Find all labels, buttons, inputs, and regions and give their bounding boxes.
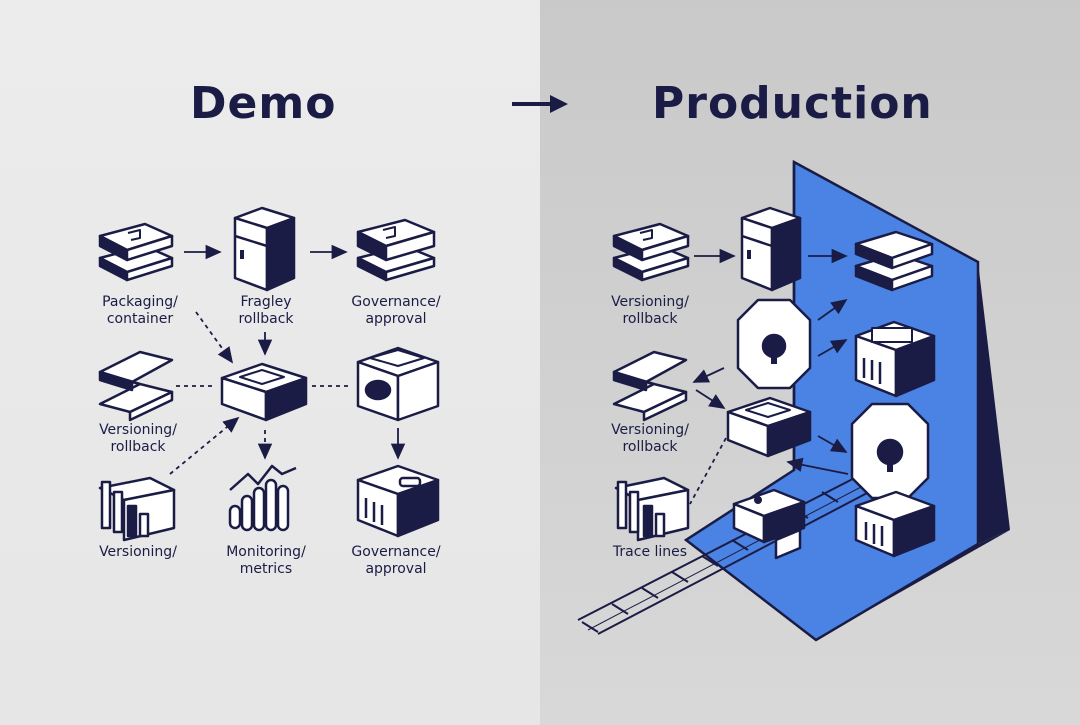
label-line: approval [365, 311, 427, 327]
packaging-container-icon [98, 222, 174, 282]
prod-versioning-zigzag-icon [612, 350, 688, 422]
demo-panel [0, 0, 540, 725]
label-line: Versioning/ [99, 544, 177, 560]
label-prod-versioning-mid: Versioning/ rollback [602, 422, 698, 456]
label-prod-versioning-top: Versioning/ rollback [602, 294, 698, 328]
label-line: rollback [110, 439, 166, 455]
label-monitoring: Monitoring/ metrics [216, 544, 316, 578]
prod-hub-box-icon [726, 396, 812, 458]
label-rollback: Fragley rollback [226, 294, 306, 328]
label-line: rollback [238, 311, 294, 327]
prod-trace-bars-icon [614, 476, 690, 542]
label-governance-top: Governance/ approval [346, 294, 446, 328]
production-title: Production [652, 78, 933, 129]
label-line: Monitoring/ [226, 544, 306, 560]
governance-server-icon [356, 464, 440, 538]
transition-arrow-icon [512, 95, 568, 113]
rollback-cabinet-icon [233, 206, 296, 292]
demo-title: Demo [190, 78, 337, 129]
prod-server-icon [854, 320, 936, 398]
label-line: Fragley [240, 294, 292, 310]
prod-bottom-server-icon [854, 490, 936, 558]
label-line: Governance/ [351, 294, 441, 310]
governance-approval-icon [356, 218, 436, 282]
label-versioning-bottom: Versioning/ [90, 544, 186, 561]
rail-cart-icon [732, 488, 806, 560]
label-line: approval [365, 561, 427, 577]
label-line: Packaging/ [102, 294, 178, 310]
label-line: Versioning/ [611, 422, 689, 438]
central-hub-box-icon [220, 362, 308, 422]
demo-connectors [169, 244, 406, 475]
label-line: metrics [239, 561, 293, 577]
monitoring-metrics-icon [228, 464, 297, 532]
prod-stacked-slabs-icon [854, 230, 934, 292]
label-versioning-mid: Versioning/ rollback [90, 422, 186, 456]
label-line: Governance/ [351, 544, 441, 560]
governance-lock-box-icon [356, 346, 440, 422]
production-connectors [689, 248, 849, 505]
label-line: Versioning/ [99, 422, 177, 438]
versioning-bars-icon [98, 476, 176, 542]
label-governance-bottom: Governance/ approval [346, 544, 446, 578]
label-line: rollback [622, 439, 678, 455]
versioning-zigzag-icon [98, 350, 174, 422]
label-prod-trace: Trace lines [600, 544, 700, 561]
label-line: container [106, 311, 174, 327]
prod-security-lock-large-icon [850, 402, 930, 500]
label-line: rollback [622, 311, 678, 327]
prod-versioning-slabs-icon [612, 222, 690, 282]
deployment-railway [577, 465, 893, 635]
production-blue-wall [683, 159, 1010, 642]
prod-security-lock-icon [736, 298, 812, 390]
prod-cabinet-icon [740, 206, 802, 292]
label-line: Versioning/ [611, 294, 689, 310]
label-line: Trace lines [612, 544, 688, 560]
label-packaging: Packaging/ container [92, 294, 188, 328]
